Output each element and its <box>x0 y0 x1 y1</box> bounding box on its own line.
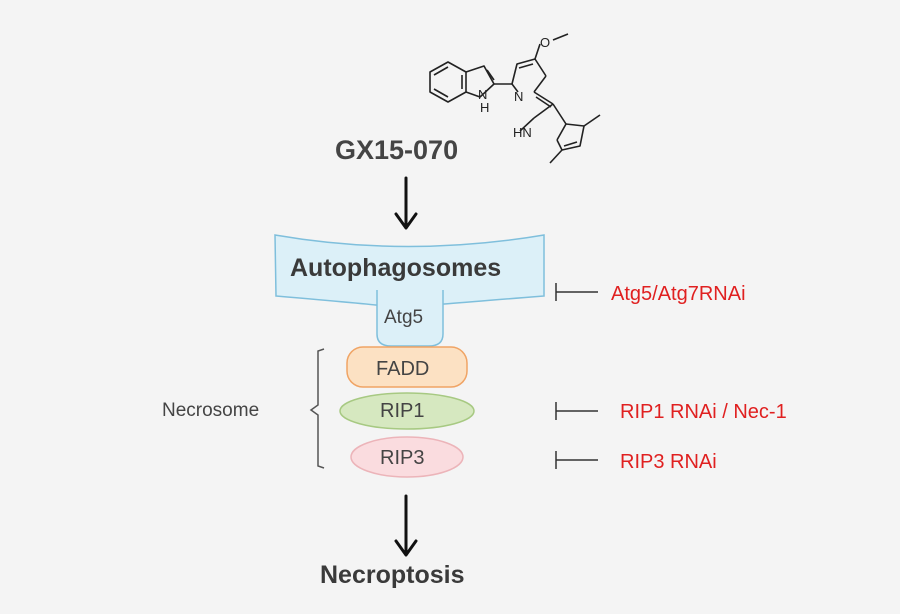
chemical-structure <box>429 33 601 164</box>
atom-label-hn: HN <box>513 125 532 140</box>
atom-label-n: N <box>514 89 523 104</box>
rip3-label: RIP3 <box>380 447 425 469</box>
rip1-node <box>339 392 475 430</box>
inhibition-markers <box>555 283 598 469</box>
autophagosome-label: Autophagosomes <box>290 254 502 282</box>
fadd-label: FADD <box>376 358 430 380</box>
atom-label-n-indole: N <box>478 87 487 102</box>
compound-name: GX15-070 <box>335 135 459 165</box>
inhibitor-rip3: RIP3 RNAi <box>620 451 717 473</box>
arrow-to-necroptosis <box>394 494 418 557</box>
autophagosome-membrane <box>274 234 545 307</box>
atom-label-o: O <box>540 35 550 50</box>
inhibitor-atg-rnai: Atg5/Atg7RNAi <box>611 283 746 305</box>
atom-label-h: H <box>480 100 489 115</box>
necroptosis-label: Necroptosis <box>320 561 465 589</box>
fadd-node <box>346 346 468 388</box>
rip3-node <box>350 436 464 478</box>
rip1-label: RIP1 <box>380 400 425 422</box>
atg5-label: Atg5 <box>384 307 424 328</box>
atg5-capsule <box>376 290 444 347</box>
arrow-compound-to-autophagosomes <box>394 176 418 230</box>
inhibitor-rip1: RIP1 RNAi / Nec-1 <box>620 401 787 423</box>
necrosome-bracket <box>309 348 325 469</box>
necrosome-label: Necrosome <box>162 400 260 421</box>
